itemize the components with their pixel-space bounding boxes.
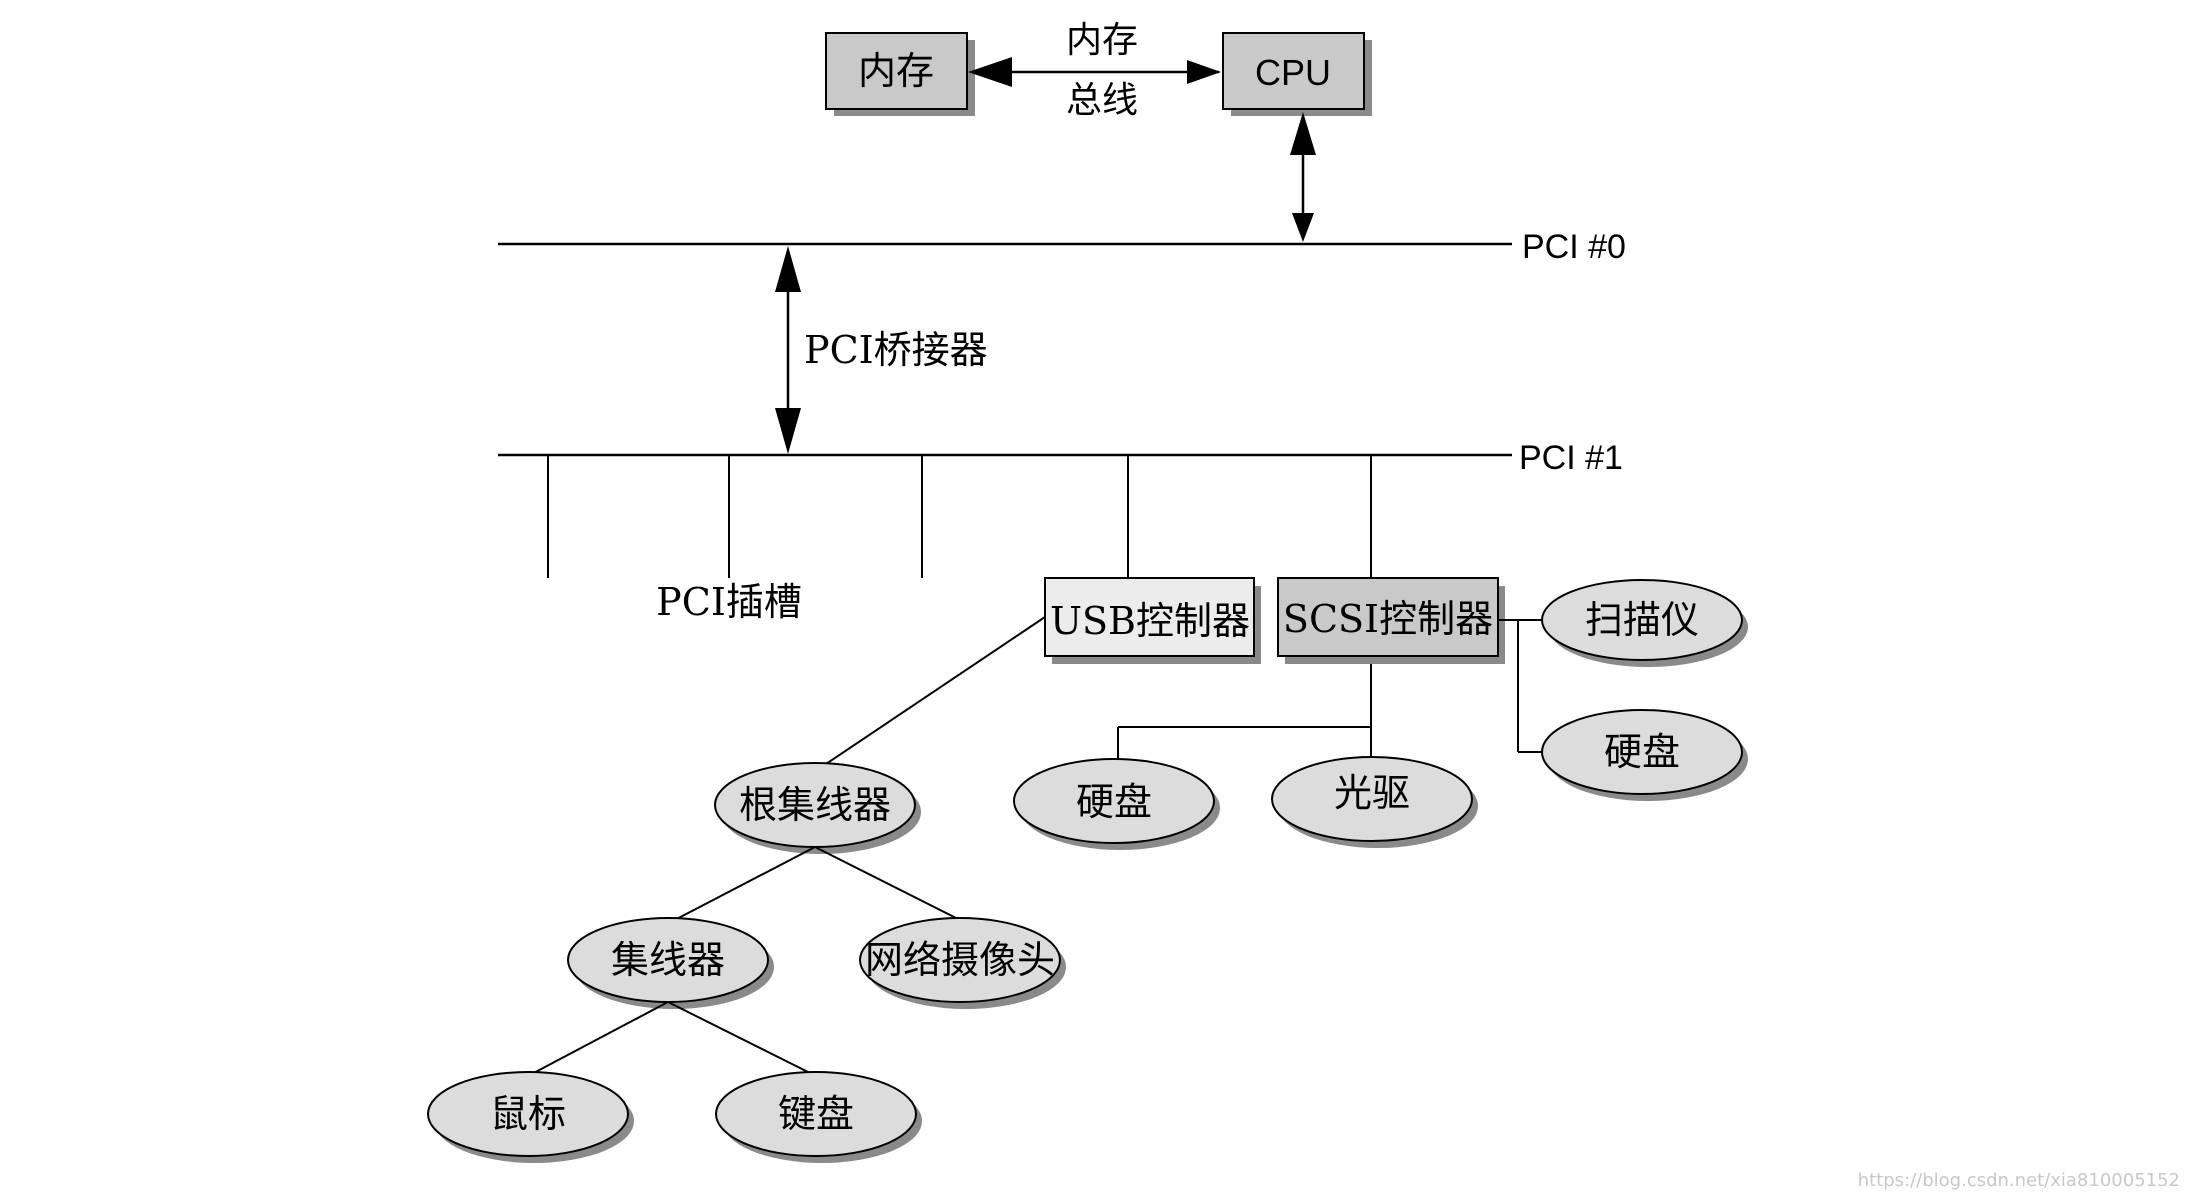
- roothub-webcam-link: [814, 846, 961, 921]
- usb-roothub-link: [819, 616, 1046, 769]
- usb-controller-box: USB控制器: [1044, 577, 1261, 664]
- memory-box: 内存: [825, 32, 975, 116]
- hard-disk-right-label: 硬盘: [1604, 730, 1680, 774]
- pci1-label: PCI #1: [1519, 439, 1623, 477]
- webcam-node: 网络摄像头: [859, 917, 1066, 1009]
- optical-drive-node: 光驱: [1271, 756, 1478, 848]
- pci-slot-label: PCI插槽: [656, 580, 802, 624]
- webcam-label: 网络摄像头: [865, 938, 1055, 982]
- roothub-hub-link: [666, 846, 816, 925]
- memory-bus-arrowhead-left: [968, 57, 1012, 87]
- cpu-pci0-arrowhead-down: [1292, 213, 1314, 242]
- pci0-label: PCI #0: [1522, 228, 1626, 266]
- watermark-text: https://blog.csdn.net/xia810005152: [1858, 1170, 2180, 1191]
- mouse-label: 鼠标: [490, 1092, 566, 1136]
- hard-disk-mid-label: 硬盘: [1076, 780, 1152, 824]
- memory-bus-label-line1: 内存: [1066, 19, 1138, 60]
- cpu-label: CPU: [1255, 52, 1331, 93]
- hub-node: 集线器: [567, 917, 774, 1009]
- hub-keyboard-link: [667, 1001, 817, 1077]
- scanner-node: 扫描仪: [1541, 579, 1748, 667]
- keyboard-label: 键盘: [778, 1092, 854, 1136]
- pci-bridge-arrowhead-down: [775, 408, 801, 454]
- hard-disk-mid-node: 硬盘: [1013, 758, 1220, 850]
- memory-bus-label-line2: 总线: [1066, 79, 1138, 120]
- scsi-controller-label: SCSI控制器: [1283, 597, 1493, 641]
- cpu-box: CPU: [1222, 32, 1372, 116]
- hub-label: 集线器: [611, 938, 725, 982]
- hub-mouse-link: [527, 1001, 669, 1077]
- mouse-node: 鼠标: [427, 1071, 634, 1163]
- keyboard-node: 键盘: [715, 1071, 922, 1163]
- optical-drive-label: 光驱: [1334, 771, 1410, 815]
- scsi-controller-box: SCSI控制器: [1277, 577, 1505, 664]
- hard-disk-right-node: 硬盘: [1541, 709, 1748, 801]
- pci-bridge-arrowhead-up: [775, 246, 801, 292]
- root-hub-label: 根集线器: [739, 783, 891, 827]
- pci-bridge-label: PCI桥接器: [804, 328, 988, 372]
- scanner-label: 扫描仪: [1585, 598, 1699, 642]
- memory-bus-arrowhead-right: [1187, 60, 1221, 84]
- usb-controller-label: USB控制器: [1050, 599, 1250, 643]
- memory-label: 内存: [858, 51, 934, 93]
- root-hub-node: 根集线器: [714, 762, 921, 854]
- cpu-pci0-arrowhead-up: [1290, 112, 1316, 155]
